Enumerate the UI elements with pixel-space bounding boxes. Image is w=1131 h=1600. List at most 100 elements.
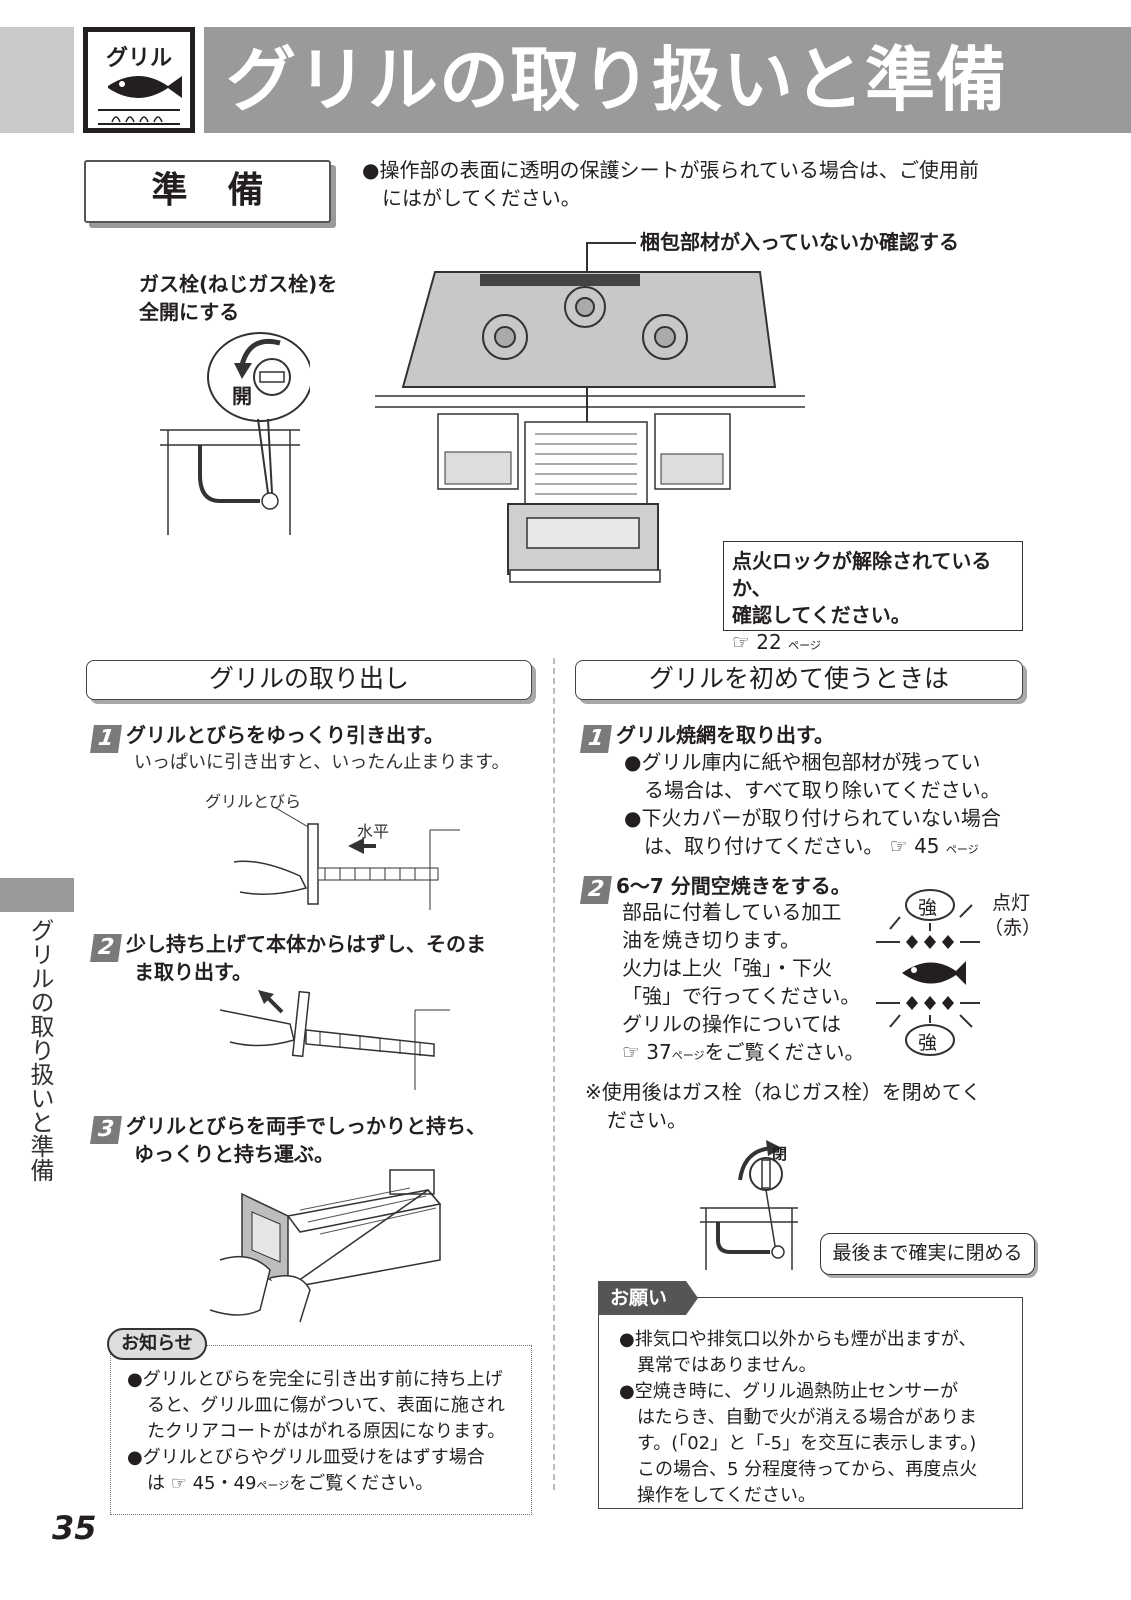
right-s2-post: をご覧ください。 (704, 1040, 865, 1064)
fig1-door-label: グリルとびら (205, 792, 302, 811)
right-s2-unit: ページ (671, 1049, 705, 1062)
gas-line1: ガス栓(ねじガス栓)を (139, 272, 338, 296)
right-b1-l2: る場合は、すべて取り除いてください。 (644, 778, 1001, 802)
notice-item2-unit: ページ (256, 1479, 290, 1492)
request-item2-l2: はたらき、自動で火が消える場合がありま (637, 1407, 977, 1428)
close-callout: 最後まで確実に閉める (820, 1233, 1035, 1275)
column-divider (553, 658, 555, 1490)
right-b2-l1: ●下火カバーが取り付けられていない場合 (624, 806, 1001, 830)
right-s2-l5: グリルの操作については (622, 1012, 841, 1036)
request-content: ●排気口や排気口以外からも煙が出ますが、 異常ではありません。 ●空焼き時に、グ… (619, 1327, 1019, 1509)
left-step2-line2: ま取り出す。 (134, 960, 252, 984)
step-number: 2 (580, 876, 612, 904)
right-section-title: グリルを初めて使うときは (575, 660, 1023, 700)
notice-tag: お知らせ (107, 1328, 207, 1360)
right-step2-desc: 部品に付着している加工 油を焼き切ります。 火力は上火「強」・下火 「強」で行っ… (622, 898, 872, 1070)
step-number: 2 (90, 934, 122, 962)
request-item1-l2: 異常ではありません。 (637, 1355, 817, 1376)
right-s2-l4: 「強」で行ってください。 (622, 984, 861, 1008)
ignition-lock-callout: 点火ロックが解除されているか、 確認してください。 ☞ 22 ページ (723, 541, 1023, 654)
page-number: 35 (52, 1509, 97, 1547)
side-index-text: グリルの取り扱いと準備 (26, 918, 54, 1182)
left-step1-title: グリルとびらをゆっくり引き出す。 (126, 723, 444, 747)
open-label: 開 (232, 384, 252, 408)
right-step1-title: グリル焼網を取り出す。 (616, 723, 834, 747)
display-indicator-graphic (876, 889, 980, 1056)
close-valve-illustration (700, 1140, 798, 1270)
right-step2-title: 6～7 分間空焼きをする。 (616, 874, 851, 898)
right-b2-unit: ページ (945, 843, 979, 856)
step-number: 1 (90, 725, 122, 753)
after-use-l2: ださい。 (607, 1108, 687, 1132)
request-item1-l1: ●排気口や排気口以外からも煙が出ますが、 (619, 1329, 977, 1350)
step-number: 1 (580, 725, 612, 753)
header-left-bar (0, 27, 74, 133)
lock-ref: ☞ 22 ページ (732, 629, 1014, 659)
packing-check-label: 梱包部材が入っていないか確認する (640, 230, 959, 254)
display-lit-label: 点灯 (992, 892, 1031, 914)
request-item2-l3: す。(「02」と「-5」を交互に表示します。) (637, 1433, 977, 1454)
lock-ref-num[interactable]: 22 (756, 630, 782, 654)
notice-item1-l1: ●グリルとびらを完全に引き出す前に持ち上げ (127, 1369, 503, 1390)
lock-ref-unit: ページ (788, 639, 821, 652)
drawer-lift-illustration (219, 990, 450, 1090)
request-box (598, 1297, 1023, 1509)
prep-note-line1: ●操作部の表面に透明の保護シートが張られている場合は、ご使用前 (362, 158, 979, 182)
notice-item2-l2: は ☞ 45・49ページをご覧ください。 (127, 1471, 527, 1499)
prep-heading: 準備 (84, 160, 331, 223)
request-item2-l1: ●空焼き時に、グリル過熱防止センサーが (619, 1381, 959, 1402)
header-title-bar (204, 27, 1131, 133)
right-s2-ref[interactable]: 37 (646, 1040, 672, 1064)
fish-icon (98, 76, 182, 125)
prep-note-line2: にはがしてください。 (382, 186, 581, 210)
request-item2-l4: この場合、5 分程度待ってから、再度点火 (637, 1459, 978, 1480)
after-use-note: ※使用後はガス栓（ねじガス栓）を閉めてく ださい。 (585, 1078, 981, 1134)
right-b2-text: は、取り付けてください。 (644, 834, 884, 858)
notice-item2-pre: は (147, 1473, 165, 1494)
gas-valve-illustration (160, 332, 310, 535)
request-item2-l5: 操作をしてください。 (637, 1485, 816, 1506)
step-number: 3 (90, 1116, 122, 1144)
close-label: 閉 (772, 1145, 788, 1163)
after-use-l1: ※使用後はガス栓（ねじガス栓）を閉めてく (585, 1080, 982, 1104)
fig1-level-label: 水平 (357, 822, 390, 841)
page-title: グリルの取り扱いと準備 (226, 39, 1007, 121)
pointing-hand-icon: ☞ (170, 1473, 187, 1494)
packing-leader-line (586, 242, 636, 244)
display-red-label: （赤） (984, 917, 1042, 939)
notice-item2-ref[interactable]: 45・49 (192, 1473, 257, 1494)
grill-icon-label: グリル (105, 46, 172, 71)
notice-item2-l1: ●グリルとびらやグリル皿受けをはずす場合 (127, 1447, 485, 1468)
right-s2-l6: ☞ 37ページをご覧ください。 (622, 1038, 872, 1070)
left-step1-desc: いっぱいに引き出すと、いったん止まります。 (134, 752, 510, 773)
notice-box (110, 1345, 532, 1515)
right-b2-l2: は、取り付けてください。 ☞ 45 ページ (624, 832, 1024, 864)
right-s2-l3: 火力は上火「強」・下火 (622, 956, 832, 980)
left-step2-line1: 少し持ち上げて本体からはずし、そのま (126, 932, 486, 956)
left-section-title: グリルの取り出し (86, 660, 532, 700)
pointing-hand-icon: ☞ (622, 1040, 640, 1064)
notice-item1-l2: ると、グリル皿に傷がついて、表面に施され (147, 1395, 505, 1416)
right-b1-l1: ●グリル庫内に紙や梱包部材が残ってい (624, 750, 981, 774)
left-step3-line2: ゆっくりと持ち運ぶ。 (134, 1142, 334, 1166)
drawer-pull-illustration (233, 807, 460, 910)
right-b2-ref[interactable]: 45 (914, 834, 940, 858)
gas-line2: 全開にする (139, 300, 240, 324)
right-s2-l1: 部品に付着している加工 (622, 900, 842, 924)
notice-content: ●グリルとびらを完全に引き出す前に持ち上げ ると、グリル皿に傷がついて、表面に施… (127, 1367, 527, 1499)
lock-line2: 確認してください。 (732, 603, 911, 627)
right-s2-l2: 油を焼き切ります。 (622, 928, 800, 952)
left-step3-line1: グリルとびらを両手でしっかりと持ち、 (126, 1114, 486, 1138)
right-step1-bullets: ●グリル庫内に紙や梱包部材が残ってい る場合は、すべて取り除いてください。 ●下… (624, 748, 1024, 864)
display-strong-bottom: 強 (918, 1032, 938, 1054)
side-index-tab (0, 878, 74, 912)
lock-line1: 点火ロックが解除されているか、 (732, 549, 992, 600)
prep-note: ●操作部の表面に透明の保護シートが張られている場合は、ご使用前 にはがしてくださ… (362, 156, 1052, 212)
pointing-hand-icon: ☞ (889, 834, 908, 858)
notice-item1-l3: たクリアコートがはがれる原因になります。 (147, 1421, 506, 1442)
